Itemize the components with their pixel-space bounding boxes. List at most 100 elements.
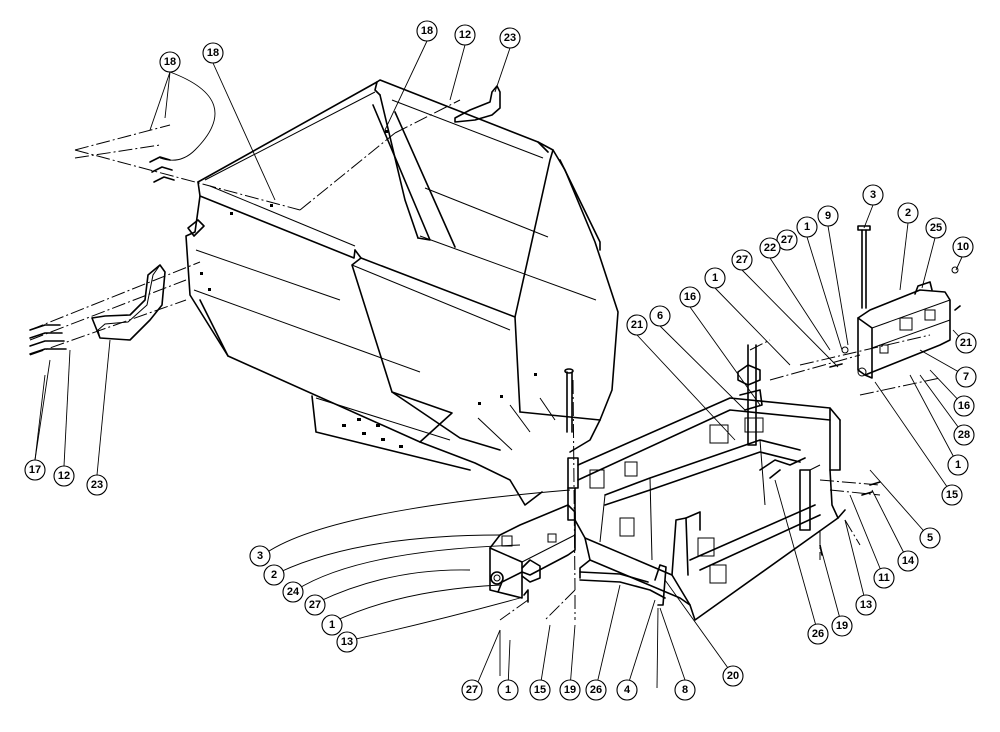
svg-text:7: 7 — [963, 371, 969, 383]
svg-text:8: 8 — [682, 684, 688, 696]
callout-5: 5 — [919, 527, 941, 549]
callout-2: 2 — [897, 202, 919, 224]
svg-text:27: 27 — [466, 684, 478, 696]
svg-text:5: 5 — [927, 532, 933, 544]
callout-21: 21 — [955, 332, 977, 354]
callout-21: 21 — [626, 314, 648, 336]
svg-text:26: 26 — [590, 684, 602, 696]
callout-16: 16 — [953, 395, 975, 417]
callout-1: 1 — [704, 267, 726, 289]
center-post — [564, 368, 574, 433]
callout-8: 8 — [674, 679, 696, 701]
svg-text:1: 1 — [955, 459, 961, 471]
svg-text:15: 15 — [534, 684, 546, 696]
svg-text:2: 2 — [271, 569, 277, 581]
callout-27: 27 — [304, 594, 326, 616]
svg-text:27: 27 — [781, 234, 793, 246]
svg-text:21: 21 — [960, 337, 972, 349]
centerlines — [29, 99, 941, 621]
svg-text:27: 27 — [736, 254, 748, 266]
svg-text:19: 19 — [564, 684, 576, 696]
svg-text:12: 12 — [58, 470, 70, 482]
hopper-body — [185, 79, 619, 506]
svg-text:10: 10 — [957, 241, 969, 253]
svg-text:3: 3 — [870, 189, 876, 201]
callout-28: 28 — [953, 424, 975, 446]
callout-15: 15 — [529, 679, 551, 701]
svg-text:17: 17 — [29, 464, 41, 476]
callout-13: 13 — [336, 631, 358, 653]
bolt-top-right — [857, 225, 871, 309]
callout-19: 19 — [831, 615, 853, 637]
callout-7: 7 — [955, 366, 977, 388]
side-bracket-top — [454, 85, 501, 123]
callout-18: 18 — [416, 20, 438, 42]
arm-left — [489, 504, 576, 599]
callout-15: 15 — [941, 484, 963, 506]
svg-text:1: 1 — [329, 619, 335, 631]
svg-text:20: 20 — [727, 670, 739, 682]
svg-text:27: 27 — [309, 599, 321, 611]
svg-text:13: 13 — [341, 636, 353, 648]
svg-text:18: 18 — [421, 25, 433, 37]
callout-10: 10 — [952, 236, 974, 258]
svg-text:3: 3 — [257, 550, 263, 562]
svg-text:21: 21 — [631, 319, 643, 331]
svg-text:16: 16 — [684, 291, 696, 303]
svg-text:26: 26 — [812, 628, 824, 640]
callout-22: 22 — [759, 237, 781, 259]
callout-25: 25 — [925, 217, 947, 239]
svg-text:16: 16 — [958, 400, 970, 412]
callout-balloons: 18 18 18 12 23 17 12 23 3 2 25 10 9 1 27… — [24, 20, 977, 701]
callout-27: 27 — [776, 229, 798, 251]
callout-27: 27 — [731, 249, 753, 271]
svg-text:22: 22 — [764, 242, 776, 254]
svg-text:13: 13 — [860, 599, 872, 611]
svg-text:24: 24 — [287, 586, 300, 598]
callout-3: 3 — [249, 545, 271, 567]
callout-1: 1 — [947, 454, 969, 476]
svg-text:1: 1 — [505, 684, 511, 696]
callout-3: 3 — [862, 184, 884, 206]
callout-26: 26 — [585, 679, 607, 701]
callout-1: 1 — [796, 216, 818, 238]
svg-text:28: 28 — [958, 429, 970, 441]
svg-text:15: 15 — [946, 489, 958, 501]
callout-23: 23 — [499, 27, 521, 49]
callout-16: 16 — [679, 286, 701, 308]
side-bracket-left — [91, 264, 166, 341]
callout-27: 27 — [461, 679, 483, 701]
callout-2: 2 — [263, 564, 285, 586]
callout-18: 18 — [202, 42, 224, 64]
svg-text:25: 25 — [930, 222, 942, 234]
callout-12: 12 — [454, 24, 476, 46]
callout-9: 9 — [817, 205, 839, 227]
svg-text:23: 23 — [504, 32, 516, 44]
callout-4: 4 — [616, 679, 638, 701]
leader-lines — [34, 40, 967, 689]
svg-text:1: 1 — [712, 272, 718, 284]
callout-24: 24 — [282, 581, 304, 603]
svg-text:1: 1 — [804, 221, 810, 233]
callout-11: 11 — [873, 567, 895, 589]
callout-1: 1 — [497, 679, 519, 701]
callout-6: 6 — [649, 305, 671, 327]
svg-text:18: 18 — [207, 47, 219, 59]
svg-text:12: 12 — [459, 29, 471, 41]
callout-18: 18 — [159, 51, 181, 73]
callout-14: 14 — [897, 550, 919, 572]
arm-right — [857, 281, 951, 379]
svg-text:4: 4 — [624, 684, 631, 696]
svg-text:23: 23 — [91, 479, 103, 491]
callout-17: 17 — [24, 459, 46, 481]
callout-26: 26 — [807, 623, 829, 645]
frame — [567, 344, 846, 621]
callout-13: 13 — [855, 594, 877, 616]
svg-text:19: 19 — [836, 620, 848, 632]
svg-text:9: 9 — [825, 210, 831, 222]
svg-text:18: 18 — [164, 56, 176, 68]
callout-20: 20 — [722, 665, 744, 687]
svg-text:11: 11 — [878, 572, 890, 584]
